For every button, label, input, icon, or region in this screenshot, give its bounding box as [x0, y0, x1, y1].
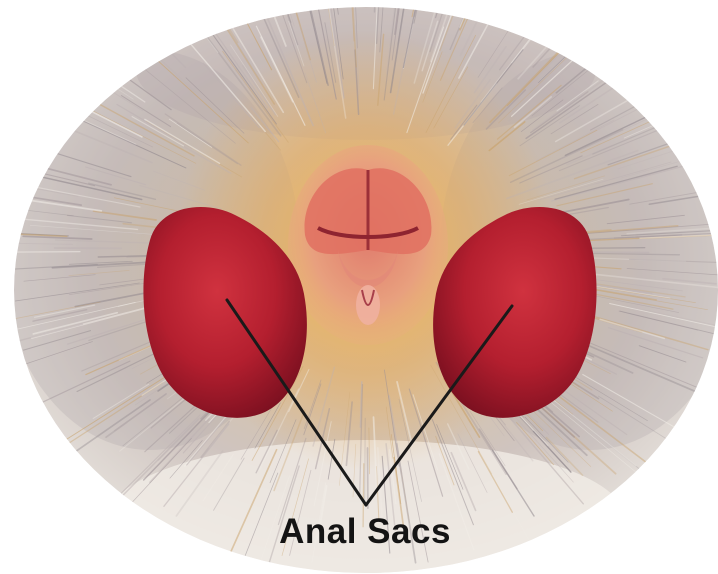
- anal-sacs-caption: Anal Sacs: [0, 512, 718, 552]
- fur-strand: [365, 418, 366, 504]
- fur-strand: [0, 252, 80, 253]
- rectum-tissue: [288, 145, 448, 345]
- fur-strand: [48, 44, 133, 99]
